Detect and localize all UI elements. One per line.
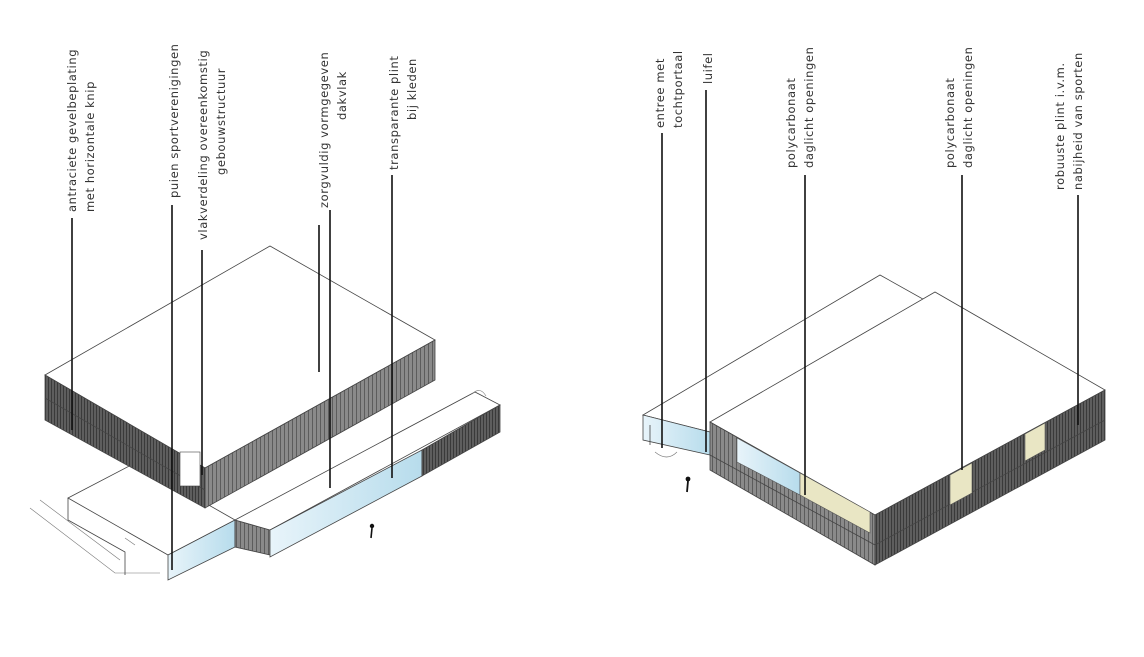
right-main-front-facade bbox=[874, 389, 1106, 566]
label-entree-1: entree met bbox=[653, 58, 667, 128]
label-polycarbonaat-a-2: daglicht openingen bbox=[802, 47, 816, 168]
label-entree-2: tochtportaal bbox=[671, 50, 685, 128]
label-zorgvuldig-2: dakvlak bbox=[335, 71, 349, 120]
left-main-side-facade bbox=[44, 374, 206, 509]
right-person-figure bbox=[685, 476, 691, 493]
left-person-figure bbox=[369, 523, 375, 539]
right-polycarbonate-opening-1 bbox=[799, 472, 871, 534]
label-vlakverdeling-1: vlakverdeling overeenkomstig bbox=[196, 50, 210, 240]
right-polycarbonate-opening-2 bbox=[949, 462, 973, 506]
right-polycarbonate-opening-3 bbox=[1024, 422, 1046, 462]
label-polycarbonaat-b-1: polycarbonaat bbox=[943, 78, 957, 168]
label-polycarbonaat-a-1: polycarbonaat bbox=[784, 78, 798, 168]
label-robuuste-1: robuuste plint i.v.m. bbox=[1053, 62, 1067, 190]
label-polycarbonaat-b-2: daglicht openingen bbox=[961, 47, 975, 168]
label-antraciete-2: met horizontale knip bbox=[83, 81, 97, 212]
label-robuuste-2: nabijheid van sporten bbox=[1071, 52, 1085, 190]
label-antraciete-1: antraciete gevelbeplating bbox=[65, 49, 79, 212]
right-building bbox=[641, 274, 1106, 566]
left-building bbox=[29, 245, 501, 581]
label-puien: puien sportverenigingen bbox=[167, 43, 181, 198]
label-transparante-2: bij kleden bbox=[405, 58, 419, 120]
label-luifel: luifel bbox=[701, 52, 715, 84]
label-vlakverdeling-2: gebouwstructuur bbox=[214, 68, 228, 175]
label-transparante-1: transparante plint bbox=[387, 55, 401, 170]
label-zorgvuldig-1: zorgvuldig vormgegeven bbox=[317, 52, 331, 208]
